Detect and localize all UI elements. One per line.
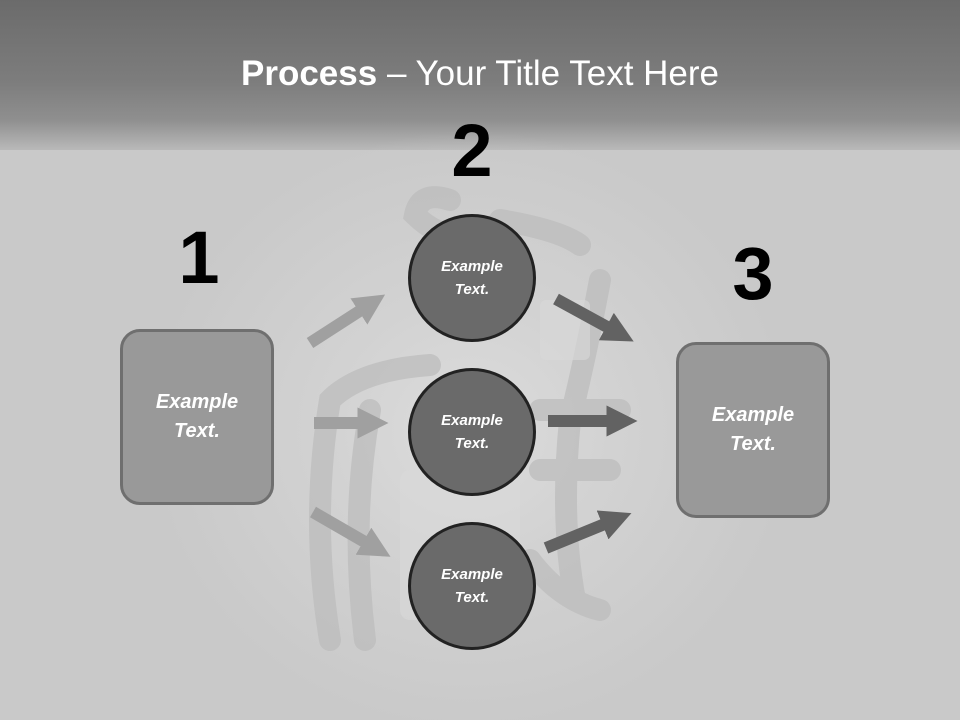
circle-top-line1: Example bbox=[441, 258, 503, 275]
step-number-1: 1 bbox=[178, 216, 220, 299]
arrow-to-circle-top bbox=[306, 294, 386, 349]
circle-middle: Example Text. bbox=[408, 368, 536, 496]
arrow-to-circle-bottom bbox=[309, 506, 391, 557]
circle-bottom: Example Text. bbox=[408, 522, 536, 650]
circle-bottom-line2: Text. bbox=[454, 589, 490, 606]
left-box-line2: Text. bbox=[174, 420, 220, 442]
left-step-box: Example Text. bbox=[120, 329, 274, 505]
circle-top-line2: Text. bbox=[454, 281, 490, 298]
left-box-line1: Example bbox=[155, 391, 239, 413]
circle-top: Example Text. bbox=[408, 214, 536, 342]
step-number-3: 3 bbox=[732, 232, 774, 315]
circle-middle-line1: Example bbox=[441, 412, 503, 429]
right-step-box: Example Text. bbox=[676, 342, 830, 518]
circle-bottom-line1: Example bbox=[441, 566, 503, 583]
slide-title: Process – Your Title Text Here bbox=[0, 52, 960, 96]
title-rest: – Your Title Text Here bbox=[377, 54, 719, 93]
arrow-from-circle-top bbox=[553, 293, 634, 342]
step-number-2: 2 bbox=[451, 109, 493, 192]
circle-middle-line2: Text. bbox=[454, 435, 490, 452]
header-band bbox=[0, 0, 960, 150]
arrow-from-circle-bottom bbox=[543, 510, 632, 554]
title-bold: Process bbox=[241, 54, 378, 93]
right-box-line2: Text. bbox=[730, 433, 776, 455]
right-box-line1: Example bbox=[711, 404, 795, 426]
